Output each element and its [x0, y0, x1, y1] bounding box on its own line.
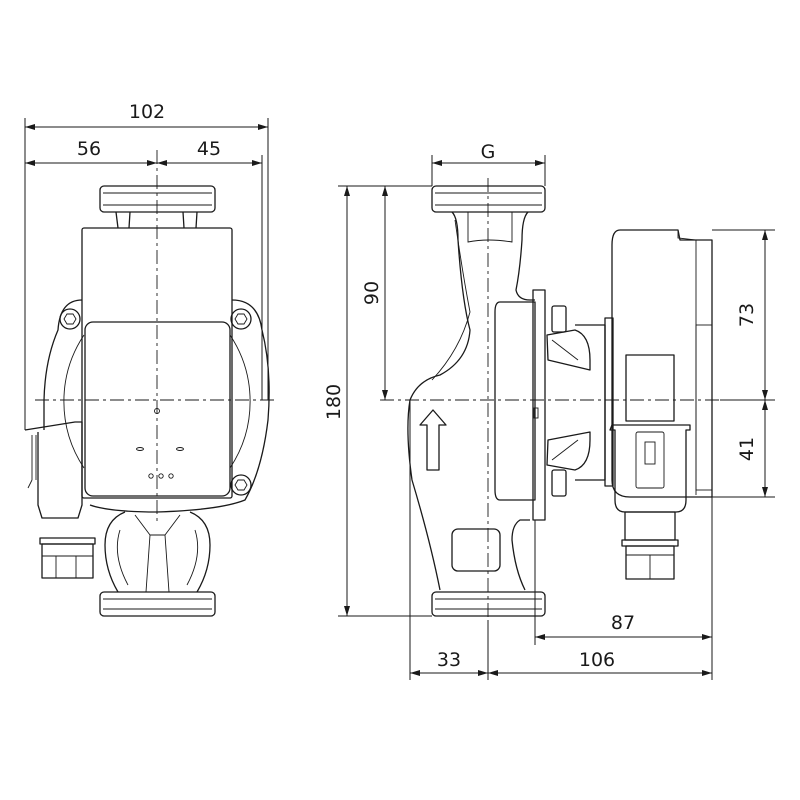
dim-height-axis: 90 — [361, 281, 383, 305]
side-view — [380, 178, 720, 620]
dim-motor-below: 41 — [736, 437, 758, 461]
front-view — [24, 150, 275, 617]
dim-motor-above: 73 — [736, 303, 758, 327]
dim-depth-right: 106 — [579, 649, 615, 671]
dim-width-left: 56 — [77, 138, 101, 160]
dim-height-total: 180 — [323, 384, 345, 420]
dim-width-total: 102 — [129, 101, 165, 123]
side-view-dimensions: G 180 90 73 41 87 33 106 — [323, 141, 775, 680]
dim-depth-motor: 87 — [611, 612, 635, 634]
dim-depth-left: 33 — [437, 649, 461, 671]
front-view-dimensions: 102 56 45 — [24, 101, 269, 430]
dim-connection: G — [481, 141, 496, 163]
dim-width-right: 45 — [197, 138, 221, 160]
